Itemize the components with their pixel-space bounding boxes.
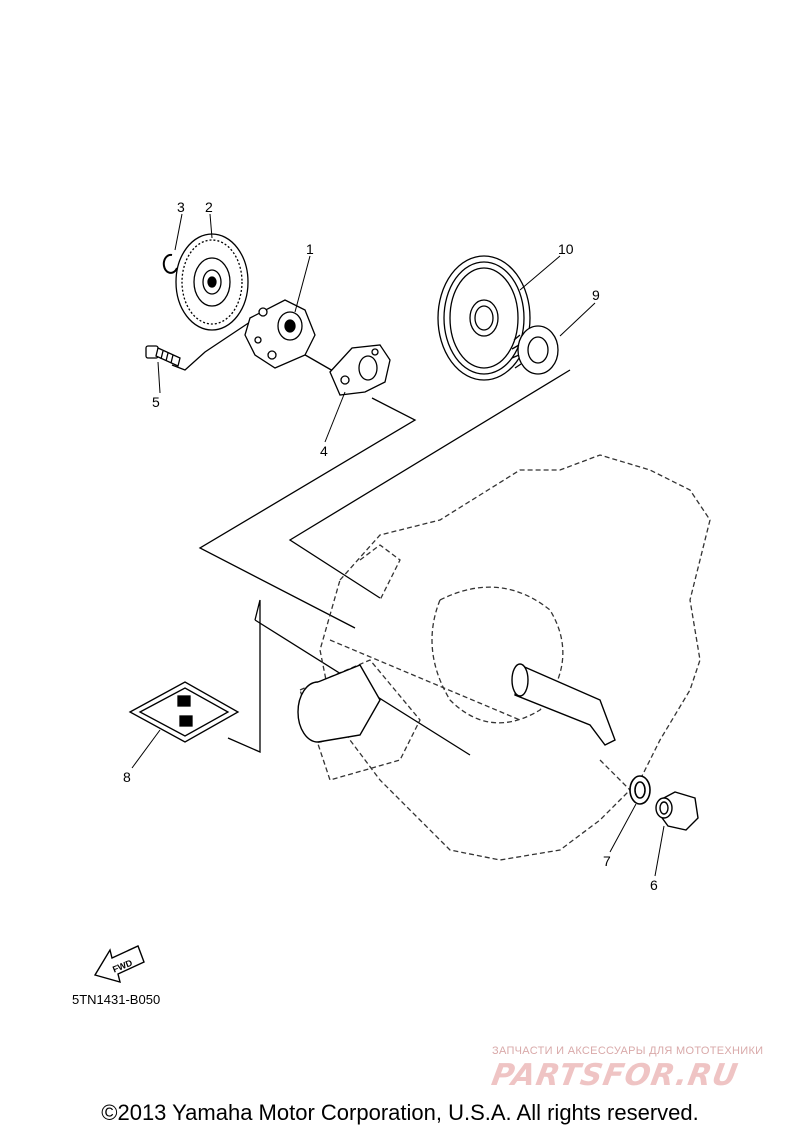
callout-leaders — [131, 213, 665, 877]
strainer-part-8 — [128, 681, 240, 743]
fwd-arrow-icon: FWD — [93, 945, 145, 983]
drive-gear-part-2 — [175, 233, 249, 331]
circlip-part-3 — [162, 253, 178, 274]
callout-3: 3 — [177, 199, 185, 215]
washer-part-7 — [629, 775, 651, 805]
callout-2: 2 — [205, 199, 213, 215]
small-gear-part-9 — [511, 325, 559, 375]
oil-pump-part-1 — [244, 299, 316, 369]
drain-bolt-part-6 — [655, 791, 699, 831]
crankshaft-end — [511, 663, 616, 746]
copyright-notice: ©2013 Yamaha Motor Corporation, U.S.A. A… — [101, 1100, 699, 1125]
callout-6: 6 — [650, 877, 658, 893]
callout-1: 1 — [306, 241, 314, 257]
watermark-logo: PARTSFOR.RU — [488, 1058, 741, 1093]
callout-5: 5 — [152, 394, 160, 410]
callout-9: 9 — [592, 287, 600, 303]
callout-8: 8 — [123, 769, 131, 785]
callout-4: 4 — [320, 443, 328, 459]
watermark-caption: ЗАПЧАСТИ И АКСЕССУАРЫ ДЛЯ МОТОТЕХНИКИ — [492, 1045, 764, 1057]
callout-7: 7 — [603, 853, 611, 869]
oil-filter-housing — [297, 664, 381, 743]
gasket-part-4 — [329, 344, 391, 396]
callout-10: 10 — [558, 241, 574, 257]
driven-gear-part-10 — [437, 255, 531, 381]
engine-crankcase — [299, 454, 711, 861]
drawing-code: 5TN1431-B050 — [72, 992, 161, 1007]
screw-part-5 — [145, 345, 181, 367]
